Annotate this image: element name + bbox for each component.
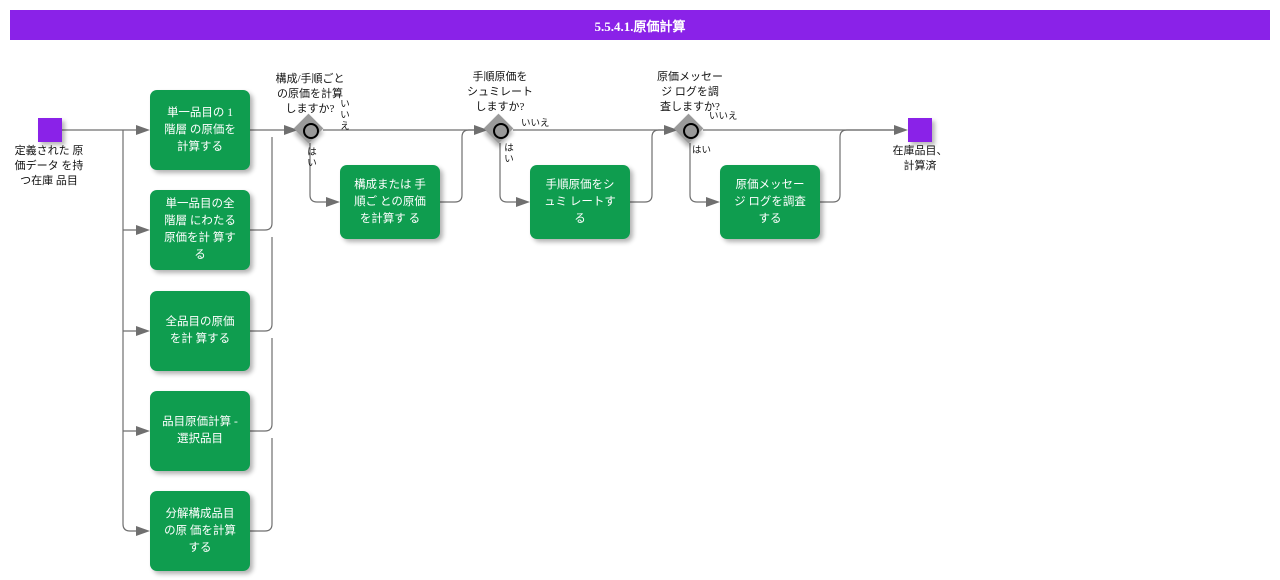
- process-box-simulate-routing-cost[interactable]: 手順原価をシュミ レートする: [530, 165, 630, 239]
- arrow-box-2: [136, 225, 150, 235]
- arrow-branch-proc-2: [516, 197, 530, 207]
- process-box-single-item-all-levels[interactable]: 単一品目の全階層 にわたる原価を計 算する: [150, 190, 250, 270]
- decision-label-simulate-routing: 手順原価を シュミレート しますか?: [467, 71, 533, 113]
- decision-node-routing-cost[interactable]: [293, 113, 325, 145]
- arrow-branch-proc-3: [706, 197, 720, 207]
- decision-node-simulate-routing[interactable]: [483, 113, 515, 145]
- arrow-box-4: [136, 426, 150, 436]
- branch-label-d1-yes: はい: [307, 148, 317, 169]
- wire-left-bus: [122, 130, 141, 532]
- arrow-box-5: [136, 526, 150, 536]
- decision-ring-icon: [303, 123, 319, 139]
- wire-box-3-out: [250, 237, 273, 332]
- end-terminator-label: 在庫品目、 計算済: [892, 145, 948, 172]
- branch-label-d2-yes: はい: [504, 144, 514, 165]
- start-terminator[interactable]: [38, 118, 62, 142]
- process-box-item-costing-selected[interactable]: 品目原価計算 - 選択品目: [150, 391, 250, 471]
- wire-branch-proc-2-out: [630, 129, 677, 203]
- branch-label-d2-no: いいえ: [521, 119, 550, 129]
- page-title: 5.5.4.1.原価計算: [10, 10, 1270, 40]
- decision-label-review-message-log: 原価メッセー ジ ログを調 査しますか?: [657, 71, 723, 113]
- decision-node-review-message-log[interactable]: [673, 113, 705, 145]
- wire-branch-proc-1-out: [440, 129, 487, 203]
- wire-box-5-out: [250, 438, 273, 532]
- wire-box-2-out: [250, 137, 273, 231]
- wire-box-4-out: [250, 338, 273, 432]
- arrow-box-1: [136, 125, 150, 135]
- start-terminator-label: 定義された 原 価データ を持 つ在庫 品目: [14, 145, 84, 187]
- decision-ring-icon: [493, 123, 509, 139]
- decision-label-routing-cost: 構成/手順ごと の原価を計算 しますか?: [275, 73, 345, 115]
- end-terminator[interactable]: [908, 118, 932, 142]
- process-box-all-items[interactable]: 全品目の原価を計 算する: [150, 291, 250, 371]
- process-box-calculate-routing-cost[interactable]: 構成または 手順ご との原価を計算す る: [340, 165, 440, 239]
- branch-label-d3-no: いいえ: [709, 112, 738, 122]
- arrow-branch-proc-1: [326, 197, 340, 207]
- branch-label-d3-yes: はい: [692, 146, 712, 156]
- process-box-single-item-one-level[interactable]: 単一品目の 1 階層 の原価を計算する: [150, 90, 250, 170]
- arrow-end-terminator: [894, 125, 908, 135]
- arrow-box-3: [136, 326, 150, 336]
- process-box-review-cost-message-log[interactable]: 原価メッセージ ログを調査する: [720, 165, 820, 239]
- process-box-decomposed-components[interactable]: 分解構成品目の原 価を計算する: [150, 491, 250, 571]
- decision-ring-icon: [683, 123, 699, 139]
- branch-label-d1-no: いいえ: [340, 100, 350, 132]
